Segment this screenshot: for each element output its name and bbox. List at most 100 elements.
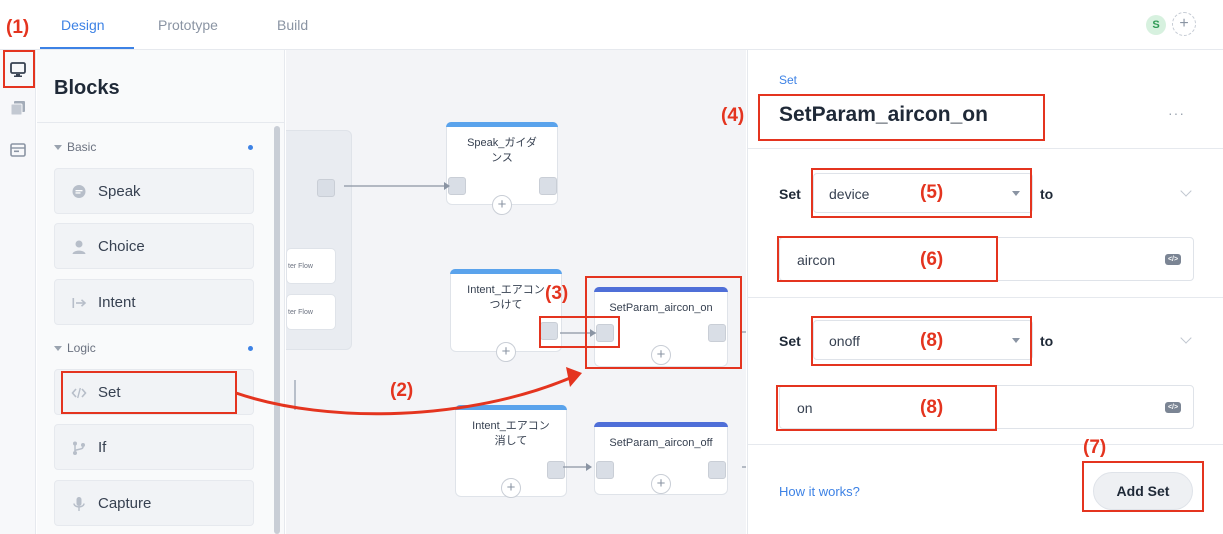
code-icon [71,387,87,399]
add-step-button[interactable]: + [496,342,516,362]
variable-select-device[interactable]: device [813,173,1033,213]
node-title: SetParam_aircon_on [609,302,713,314]
add-step-button[interactable]: + [651,474,671,494]
annotation-box-8a [811,316,1032,366]
node-port[interactable] [596,324,614,342]
add-collaborator-button[interactable]: + [1172,12,1196,36]
block-intent[interactable]: Intent [54,279,254,325]
monitor-icon[interactable] [9,62,27,78]
node-port[interactable] [708,324,726,342]
flow-chip[interactable]: ter Flow [286,294,336,330]
chevron-down-icon[interactable] [1180,332,1192,344]
block-label: If [98,439,107,456]
annotation-label-8a: (8) [920,330,944,351]
top-bar: Design Prototype Build S + [0,0,1223,50]
microphone-icon [73,497,85,511]
tab-prototype[interactable]: Prototype [158,17,218,33]
section-logic-label[interactable]: Logic [67,341,96,355]
divider [748,444,1223,445]
blocks-panel: Blocks Basic Speak Choice Intent Logic S… [37,50,285,534]
node-port[interactable] [539,177,557,195]
caret-down-icon[interactable] [54,145,62,150]
set-label: Set [779,186,801,202]
annotation-label-6: (6) [920,249,944,270]
divider [748,297,1223,298]
library-icon[interactable] [9,100,27,116]
block-type-label: Set [779,73,798,87]
block-label: Intent [98,294,136,311]
more-options-icon[interactable]: ··· [1168,105,1185,121]
variable-select-onoff[interactable]: onoff [813,320,1033,360]
blocks-title: Blocks [54,77,120,99]
annotation-label-5: (5) [920,182,944,203]
annotation-box-2 [61,371,237,414]
avatar[interactable]: S [1146,15,1166,35]
block-label: Choice [98,238,145,255]
node-header-bar [446,122,558,127]
node-title: Intent_エアコン消して [472,420,550,447]
set-param-on-node[interactable]: SetParam_aircon_on + [594,287,728,367]
annotation-label-3: (3) [545,283,569,304]
tab-build[interactable]: Build [277,17,309,33]
intent-off-node[interactable]: Intent_エアコン消して + [455,405,567,498]
flow-chip[interactable]: ter Flow [286,248,336,284]
arrow-bar-icon [72,298,87,308]
speak-node[interactable]: Speak_ガイダンス + [446,122,558,215]
code-icon[interactable]: </> [1165,402,1181,413]
block-set[interactable]: Set [54,369,254,415]
block-label: Set [98,384,121,401]
add-set-button[interactable]: Add Set [1093,472,1193,510]
node-port[interactable] [708,461,726,479]
how-it-works-link[interactable]: How it works? [779,484,860,499]
code-icon[interactable]: </> [1165,254,1181,265]
value-input-aircon[interactable]: aircon </> [779,237,1194,281]
set-param-off-node[interactable]: SetParam_aircon_off + [594,422,728,495]
add-step-button[interactable]: + [651,345,671,365]
node-port[interactable] [596,461,614,479]
set-label: Set [779,333,801,349]
node-port[interactable] [547,461,565,479]
block-capture[interactable]: Capture [54,480,254,526]
add-step-button[interactable]: + [501,478,521,498]
annotation-label-2: (2) [390,380,414,401]
node-port[interactable] [448,177,466,195]
caret-down-icon [1012,338,1020,343]
tab-design[interactable]: Design [61,17,105,33]
block-choice[interactable]: Choice [54,223,254,269]
speech-bubble-icon [72,185,86,198]
annotation-box-3b [585,276,742,369]
node-header-bar [594,287,728,292]
window-icon[interactable] [9,142,27,158]
input-value: on [797,400,813,416]
intent-on-node[interactable]: Intent_エアコンつけて + [450,269,562,362]
active-tab-indicator [40,47,134,49]
annotation-label-8b: (8) [920,397,944,418]
flow-canvas[interactable]: ter Flow ter Flow Speak_ガイダンス + Intent_エ… [286,50,746,534]
block-label: Speak [98,183,141,200]
blocks-scrollbar[interactable] [274,126,280,534]
node-header-bar [455,405,567,410]
icon-rail [0,50,36,534]
node-port[interactable] [317,179,335,197]
block-speak[interactable]: Speak [54,168,254,214]
node-header-bar [450,269,562,274]
chevron-down-icon[interactable] [1180,185,1192,197]
value-input-on[interactable]: on </> [779,385,1194,429]
caret-down-icon[interactable] [54,346,62,351]
annotation-box-6 [777,236,998,282]
to-label: to [1040,186,1054,202]
node-title: SetParam_aircon_off [609,437,713,449]
add-step-button[interactable]: + [492,195,512,215]
variable-value: onoff [829,333,860,349]
annotation-box-4 [758,94,1045,141]
canvas-scroll-indicator [294,380,296,410]
block-if[interactable]: If [54,424,254,470]
annotation-label-7: (7) [1083,437,1107,458]
block-label: Capture [98,495,152,512]
annotation-label-4: (4) [721,105,745,126]
to-label: to [1040,333,1054,349]
variable-value: device [829,186,870,202]
block-title[interactable]: SetParam_aircon_on [779,103,988,126]
person-icon [72,240,86,254]
section-basic-label[interactable]: Basic [67,140,97,154]
